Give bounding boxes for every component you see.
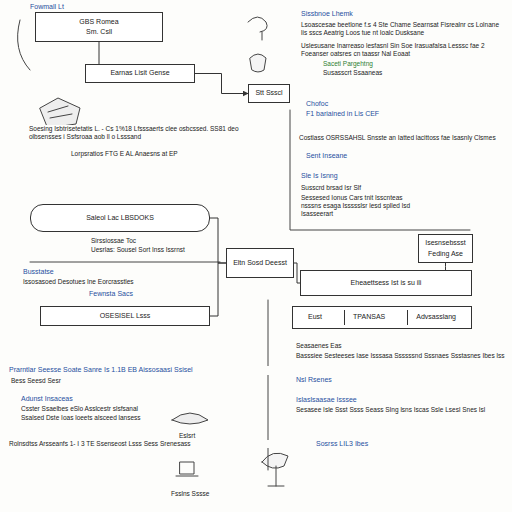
process-box: IsesnsebssstFeding Ase	[418, 234, 473, 263]
process-box: Earnas Lisit Gense	[85, 64, 195, 83]
process-box: Stt Ssscl	[248, 84, 290, 103]
note-text: Chofoc	[305, 100, 329, 109]
connector	[195, 74, 248, 94]
note-text: Prarntlar Seesse Soate Sanre Is 1.1B EB …	[8, 366, 270, 375]
node-text: GBS Romea	[79, 18, 118, 26]
node-text: Saleol Lac LBSDOKS	[86, 214, 154, 222]
node-text: TPANSAS	[344, 310, 393, 324]
note-text: Sirssiossae Toc	[90, 237, 137, 245]
note-text: Csster Ssaelbes eSlo Asslcestr slsfsanal	[20, 405, 139, 413]
node-text: Earnas Lisit Gense	[110, 69, 169, 77]
node-text: Eltn Sosd Deesst	[233, 259, 287, 267]
node-text: Eheaettsess Ist is su ili	[351, 279, 422, 287]
node-text: OSESISEL Lsss	[100, 312, 151, 320]
node-text: Stt Ssscl	[255, 89, 282, 97]
connector	[445, 263, 446, 270]
node-text: Isesnsebssst	[425, 239, 465, 247]
note-text: Islaslsaasae Isssee	[295, 396, 358, 405]
note-text: Uslesusane Inarreaso lesfasnl Sin Soe Ir…	[300, 42, 502, 58]
process-box: GBS RomeaSm. Csll	[35, 12, 163, 42]
note-text: F1 bariained in Lis CEF	[305, 110, 380, 119]
note-text: Eslsrt	[178, 432, 196, 440]
node-text: Feding Ase	[428, 250, 463, 258]
note-text: Lsoascesae beetlone f.s 4 Ste Chame Sear…	[300, 21, 502, 37]
note-text: Adunst Insaceas	[20, 395, 74, 404]
note-text: Lorpsratios FTG E AL Anaesns at EP	[70, 150, 179, 158]
note-text: Bess Seesd Sesr	[10, 377, 62, 385]
note-text: Sent Inseane	[305, 152, 348, 161]
title: Fowmall Lt	[30, 3, 64, 10]
note-text: Nsl Rsenes	[295, 376, 333, 385]
connector	[210, 263, 226, 316]
note-text: Susscrd brsad Isr Slf	[300, 184, 362, 192]
note-text: Fewnsta Sacs	[88, 290, 134, 299]
note-text: Sosrss LIL3 Ibes	[315, 440, 369, 449]
node-text: Advsasslang	[407, 310, 464, 324]
note-text: Sissbnoe Lhemk	[300, 10, 354, 19]
note-text: Sessesed Ionus Cars tnit Isscnteas nsssn…	[300, 194, 417, 218]
sketches	[18, 17, 470, 486]
note-text: Fsslns Sssse	[170, 490, 210, 498]
node-text: Sm. Csll	[86, 28, 112, 36]
note-text: Saceti Pargehtng	[322, 60, 374, 68]
note-text: Basssiee Sesteeses Iase Isssasa Ssssssnd…	[295, 352, 507, 360]
note-text: Sesasee Isle Ssst Ssss Seass SIng lsns I…	[295, 406, 507, 414]
note-text: Seasaenes Eas	[295, 342, 343, 350]
process-box: Eheaettsess Ist is su ili	[300, 270, 472, 296]
note-text: Busstatse	[22, 268, 55, 277]
note-text: Sle Is Isnng	[300, 172, 339, 181]
note-text: Ssalsed Dste Ioas loeets alsceed lansess	[20, 414, 142, 422]
note-text: Uesrlas: Sousel Sort Inss Issrnst	[90, 246, 186, 254]
note-text: Susasscrt Ssaaneas	[322, 69, 383, 77]
node-text: Eust	[300, 310, 330, 324]
note-text: Issosasoed Desotues Ine Eorcrasstles	[22, 278, 135, 286]
connector	[99, 42, 100, 64]
note-text: Rolnsdtss Arsseanfs 1- I 3 TE Ssenseost …	[8, 440, 270, 448]
note-text: Soesing Isbtrisetetatis L. - Cs 1%18 Lfs…	[28, 125, 260, 141]
connector	[210, 218, 226, 263]
segmented-bar: Eust TPANSAS Advsasslang	[292, 306, 472, 329]
note-text: Costlass OSRSSAHSL Snsste an Iatted laci…	[298, 134, 510, 142]
process-box: Eltn Sosd Deesst	[226, 248, 294, 278]
panel-box: OSESISEL Lsss	[40, 306, 210, 326]
capsule-box: Saleol Lac LBSDOKS	[30, 204, 210, 232]
